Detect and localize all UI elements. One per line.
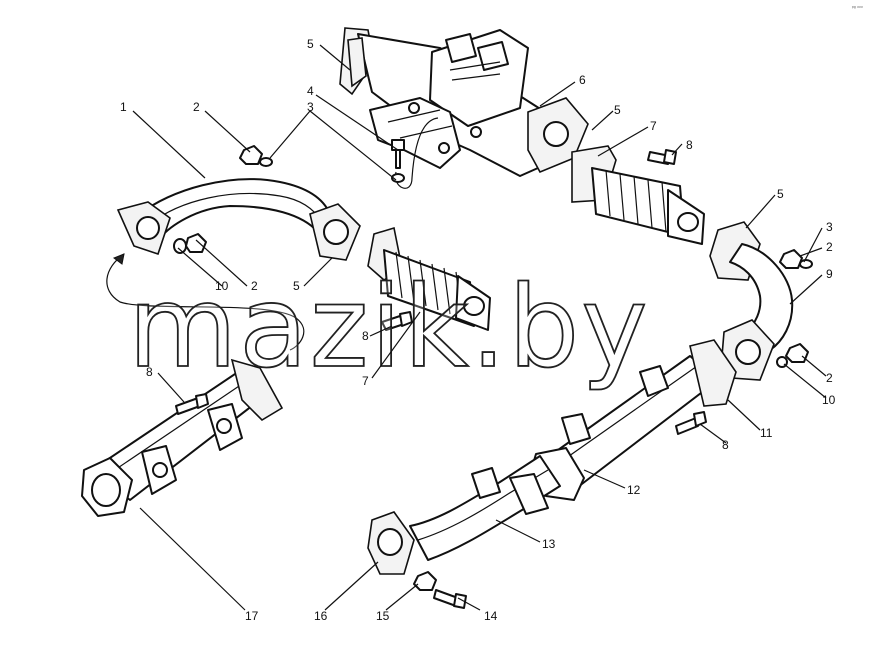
callout-8-left-lower: 8 — [146, 365, 153, 379]
callout-10-right: 10 — [822, 393, 836, 407]
callout-11: 11 — [760, 426, 773, 440]
exhaust-pipe-13 — [409, 455, 561, 561]
callout-12: 12 — [627, 483, 641, 497]
bolt-8-upper-right — [647, 149, 677, 165]
arrow-curve — [106, 253, 305, 351]
exhaust-pipe-1 — [116, 178, 361, 261]
callout-4: 4 — [307, 84, 314, 98]
callout-3-upper: 3 — [307, 100, 314, 114]
bolt-8-right-lower — [675, 411, 707, 435]
nuts-2-3-10-right — [776, 249, 813, 368]
bellows-pipe-7-right — [571, 145, 705, 245]
callout-14: 14 — [484, 609, 498, 623]
callout-5-right: 5 — [777, 187, 784, 201]
nut-2-and-washer-10-left — [173, 233, 207, 254]
bolt-and-washer-4 — [391, 139, 405, 183]
callout-7-center: 7 — [362, 374, 369, 388]
callout-13: 13 — [542, 537, 556, 551]
bellows-pipe-7-left — [367, 226, 491, 331]
callout-10-left: 10 — [215, 279, 229, 293]
callout-5-top: 5 — [307, 37, 314, 51]
leader-lines — [132, 44, 827, 611]
corner-mark: ᵖᵍ ᵒᵒᵒ — [852, 5, 863, 11]
elbow-pipe-9 — [709, 221, 794, 381]
callout-16: 16 — [314, 609, 328, 623]
callout-7-upper: 7 — [650, 119, 657, 133]
callout-8-right-lower: 8 — [722, 438, 729, 452]
callout-8-center: 8 — [362, 329, 369, 343]
callout-15: 15 — [376, 609, 390, 623]
callout-9: 9 — [826, 267, 833, 281]
callout-5-manifold-right: 5 — [614, 103, 621, 117]
callout-2-right-lower: 2 — [826, 371, 833, 385]
callout-6: 6 — [579, 73, 586, 87]
callout-17: 17 — [245, 609, 259, 623]
nut-2-and-washer-3-upper — [239, 145, 273, 167]
callout-numbers: 1 2 3 4 5 6 5 7 8 2 10 5 8 7 8 5 3 2 9 2… — [120, 37, 836, 623]
turbo-manifold-housing — [339, 27, 589, 189]
exhaust-pipe-17 — [81, 358, 284, 517]
callout-2-left: 2 — [251, 279, 258, 293]
bolt-8-left-lower — [175, 393, 209, 415]
callout-1: 1 — [120, 100, 127, 114]
arrow-head — [112, 253, 125, 265]
callout-8-upper: 8 — [686, 138, 693, 152]
flange-16 — [367, 511, 415, 575]
callout-5-left: 5 — [293, 279, 300, 293]
callout-2-right-upper: 2 — [826, 240, 833, 254]
bolt-14-and-washer-15 — [413, 571, 467, 609]
callout-3-right: 3 — [826, 220, 833, 234]
callout-2-upper: 2 — [193, 100, 200, 114]
